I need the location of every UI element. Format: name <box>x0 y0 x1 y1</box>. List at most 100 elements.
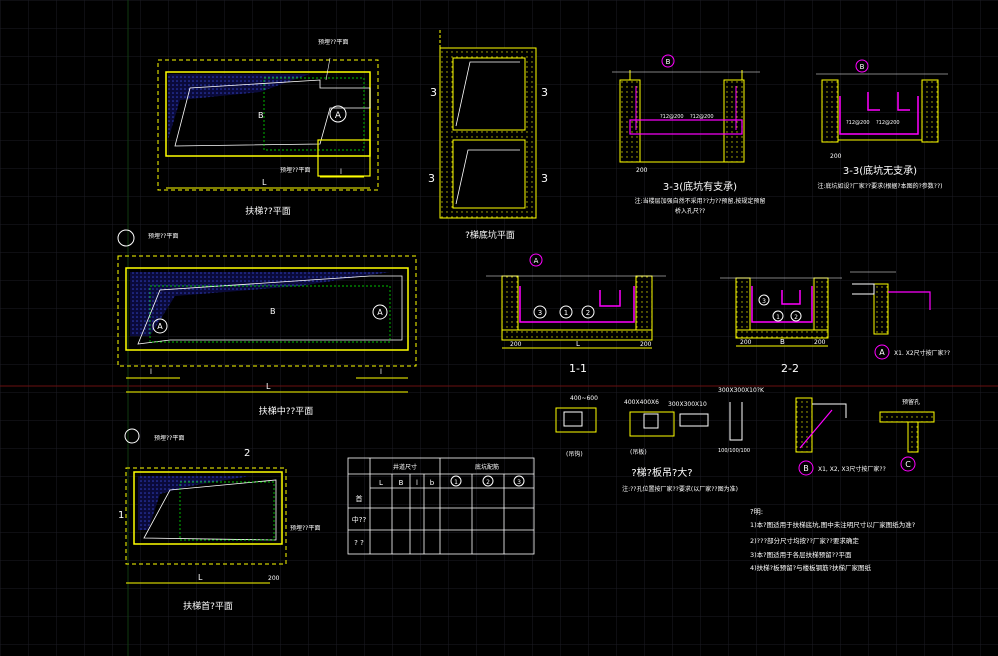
marker-a-1: A <box>157 322 163 331</box>
th-c3: 3 <box>517 479 521 486</box>
callout-bottom: 预埋??平面 <box>280 166 310 174</box>
dim-l-left: l <box>150 368 152 376</box>
row-middle: 中?? <box>352 515 367 524</box>
section-1-title: 1-1 <box>569 362 587 375</box>
s2-dim-right: 200 <box>814 339 826 346</box>
detail-a-marker: A <box>879 348 885 357</box>
row-top: ? ? <box>354 539 364 547</box>
dim-b-2: B <box>270 307 276 316</box>
detail-c-caption: 预留孔 <box>902 398 920 406</box>
section-3a-note-2: 桥入孔尺?? <box>675 207 705 215</box>
s2-circle-1: 1 <box>776 314 780 321</box>
section-2-title: 2-2 <box>781 362 799 375</box>
p3-callout-top: 预埋??平面 <box>154 434 184 442</box>
p3-sec-2: 2 <box>244 448 250 459</box>
embed-label-1: (吊钩) <box>566 450 583 458</box>
note-3: 3)本?图适用于各层扶梯预留??平面 <box>750 550 852 559</box>
p3-dim-200: 200 <box>268 575 280 582</box>
note-2: 2)???部分尺寸均按??厂家??要求确定 <box>750 536 859 545</box>
embed-detail: 400~600 (吊钩) 400X400X6 (吊板) 300X300X10 3… <box>555 387 765 493</box>
embed-dim-3: 300X300X10 <box>668 401 707 408</box>
th-b: B <box>399 479 404 487</box>
rebar-1: ?12@200 <box>660 114 684 120</box>
s1-marker: A <box>534 257 539 265</box>
plan-3-title: 扶梯首?平面 <box>183 600 233 612</box>
marker-b-2: B <box>860 63 865 71</box>
embed-note: 注:??孔位置按厂家??要求(以厂家??图为准) <box>622 485 738 493</box>
pit-label-lt: 3 <box>430 86 437 99</box>
th-l: L <box>379 479 383 487</box>
rebar-3: ?12@200 <box>846 120 870 126</box>
pit-plan: 3 3 3 3 ?梯底坑平面 <box>428 30 548 241</box>
dim-l-2: L <box>266 382 271 391</box>
note-4: 4)扶梯?板预留?与楼板钢筋?扶梯厂家图纸 <box>750 563 872 572</box>
marker-b-1: B <box>666 58 671 66</box>
embed-dim-4: 300X300X10?K <box>718 387 765 394</box>
s2-circle-3: 3 <box>762 298 766 305</box>
dim-l-right: l <box>380 368 382 376</box>
embed-dim-5: 100/100/100 <box>718 448 750 454</box>
section-2-2: 3 1 2 200 B 200 2-2 <box>720 277 842 375</box>
section-3a-note-1: 注:当楼层加强自然不采用??力??预留,按规定预留 <box>635 197 766 205</box>
s2-dim-left: 200 <box>740 339 752 346</box>
pit-label-rb: 3 <box>541 172 548 185</box>
s2-circle-2: 2 <box>794 314 798 321</box>
schedule-table <box>347 457 535 555</box>
plan-2-title: 扶梯中??平面 <box>259 405 314 417</box>
detail-c: 预留孔 C <box>879 398 935 472</box>
dim-200: 200 <box>636 167 648 174</box>
row-first: 首 <box>356 494 363 503</box>
callout-2: 预埋??平面 <box>148 232 178 240</box>
pit-label-rt: 3 <box>541 86 548 99</box>
th-sl: l <box>416 479 418 487</box>
marker-a: A <box>335 111 342 121</box>
notes-heading: ?明: <box>750 508 763 516</box>
th-shaft: 井道尺寸 <box>393 463 417 471</box>
marker-a-2: A <box>377 308 383 317</box>
section-3-3-supported: B ?12@200 ?12@200 200 3-3(底坑有支承) 注:当楼层加强… <box>612 54 766 215</box>
dim-200-b: 200 <box>830 153 842 160</box>
note-1: 1)本?图适用于扶梯底坑,图中未注明尺寸以厂家图纸为准? <box>750 520 915 529</box>
p3-sec-1: 1 <box>118 510 124 521</box>
detail-a-caption: X1. X2尺寸按厂家?? <box>894 349 950 357</box>
s1-circle-3: 3 <box>538 309 542 317</box>
s2-dim-b: B <box>780 338 785 346</box>
section-3-3-unsupported: B ?12@200 ?12@200 200 3-3(底坑无支承) 注:底坑如设?… <box>816 59 948 190</box>
dim-small-l: l <box>340 168 342 176</box>
detail-b: B X1, X2, X3尺寸按厂家?? <box>795 397 886 476</box>
p3-dim-l: L <box>198 573 203 582</box>
embed-dim-2: 400X400X6 <box>624 399 659 406</box>
plan-1-title: 扶梯??平面 <box>245 205 291 217</box>
s1-dim-left: 200 <box>510 341 522 348</box>
s1-circle-2: 2 <box>586 309 590 317</box>
dim-l: L <box>262 178 267 187</box>
detail-c-marker: C <box>905 460 911 469</box>
plan-view-2: A A B l l L 预埋??平面 扶梯中??平面 <box>117 229 417 417</box>
plan-view-3: L 200 1 2 预埋??平面 预埋??平面 扶梯首?平面 <box>118 428 320 612</box>
pit-plan-title: ?梯底坑平面 <box>465 229 515 241</box>
detail-b-marker: B <box>803 464 809 473</box>
embed-label-2: (吊板) <box>630 448 647 456</box>
dim-b: B <box>258 111 264 120</box>
section-3b-note: 注:底坑如设?厂家??要求(根据?本图的?参数??) <box>818 182 943 190</box>
s1-circle-1: 1 <box>564 309 568 317</box>
rebar-4: ?12@200 <box>876 120 900 126</box>
s1-dim-right: 200 <box>640 341 652 348</box>
detail-b-caption: X1, X2, X3尺寸按厂家?? <box>818 465 886 473</box>
embed-dim-1: 400~600 <box>570 395 598 402</box>
th-rebar: 底坑配筋 <box>475 463 499 471</box>
th-c2: 2 <box>486 479 490 486</box>
plan-view-1: A B L l 预埋??平面 预埋??平面 扶梯??平面 <box>157 38 379 217</box>
p3-callout-right: 预埋??平面 <box>290 524 320 532</box>
s1-dim-l: L <box>576 340 580 348</box>
section-3b-title: 3-3(底坑无支承) <box>843 164 917 177</box>
general-notes: ?明: 1)本?图适用于扶梯底坑,图中未注明尺寸以厂家图纸为准? 2)???部分… <box>750 508 915 572</box>
section-3a-title: 3-3(底坑有支承) <box>663 180 737 193</box>
embed-title: ?梯?板吊?大? <box>631 466 692 479</box>
rebar-2: ?12@200 <box>690 114 714 120</box>
callout-top: 预埋??平面 <box>318 38 348 46</box>
pit-label-lb: 3 <box>428 172 435 185</box>
th-c1: 1 <box>454 479 458 486</box>
section-1-1: A 3 1 2 200 L 200 1-1 <box>486 253 666 375</box>
